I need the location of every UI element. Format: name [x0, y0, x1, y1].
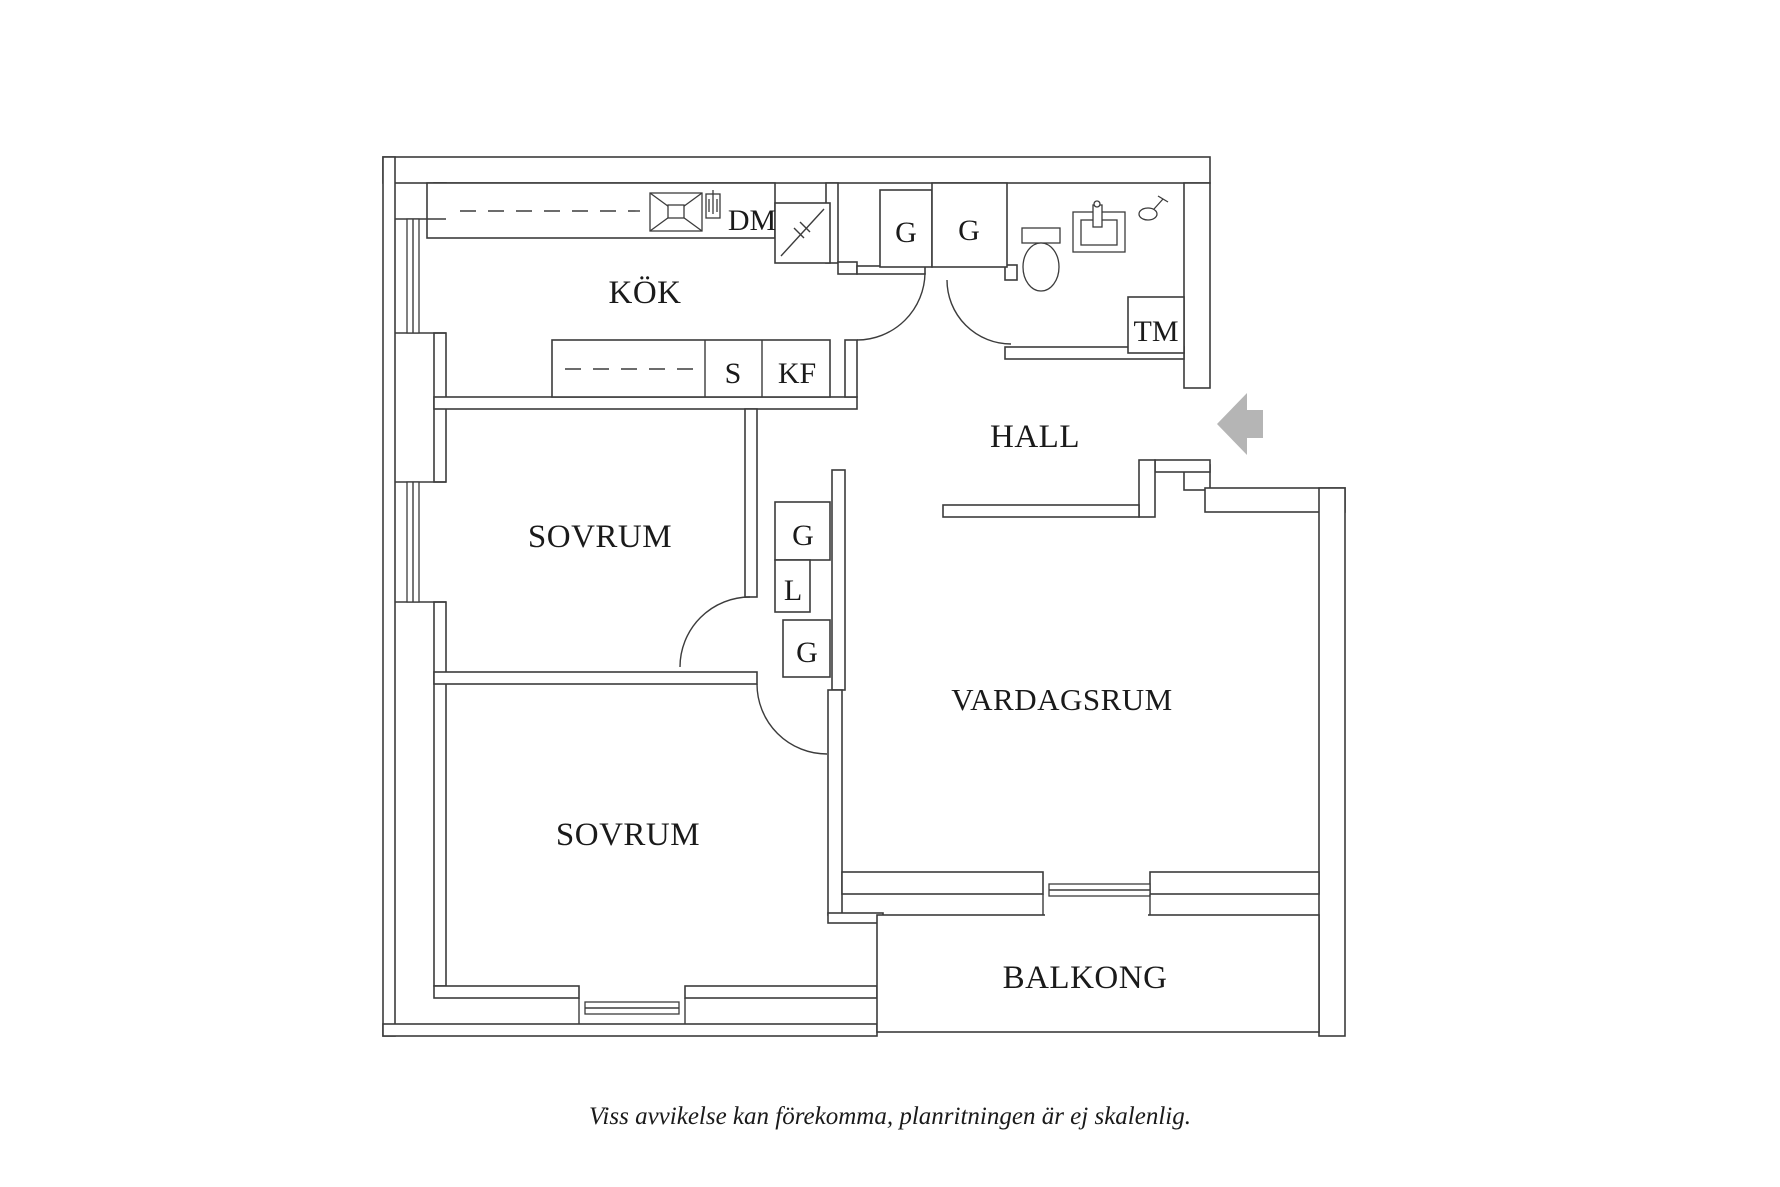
- labels: KÖK HALL SOVRUM SOVRUM VARDAGSRUM BALKON…: [528, 204, 1179, 996]
- balcony-rect: [876, 914, 1320, 1033]
- door-arc: [679, 596, 751, 668]
- wall-segment: [382, 156, 1211, 184]
- wall-segment: [433, 396, 858, 410]
- fixture-label-g1: G: [895, 216, 917, 249]
- wall-segment: [942, 504, 1140, 518]
- fixture-label-g3: G: [792, 519, 814, 552]
- wall-segment: [827, 912, 884, 924]
- door-arc: [946, 279, 1012, 345]
- entrance-arrow-icon: [1217, 393, 1263, 455]
- wall-segment: [382, 156, 396, 1037]
- fixture-label-l: L: [784, 574, 802, 607]
- walls: [382, 156, 1346, 1037]
- door-arc: [856, 272, 926, 341]
- toilet-icon: [1021, 227, 1061, 292]
- room-label-hall: HALL: [990, 419, 1080, 455]
- wall-segment: [382, 1023, 878, 1037]
- fixture-icons: [649, 190, 1169, 292]
- wall-segment: [827, 689, 843, 916]
- fixture-label-g2: G: [958, 214, 980, 247]
- wall-segment: [841, 871, 1044, 895]
- wardrobe-box: [782, 619, 831, 678]
- wall-segment: [1138, 459, 1156, 518]
- wall-segment: [837, 261, 858, 275]
- window-mask: [1045, 909, 1148, 921]
- fixture-label-tm: TM: [1134, 315, 1179, 348]
- room-label-sovrum-1: SOVRUM: [528, 519, 672, 555]
- disclaimer-caption: Viss avvikelse kan förekomma, planritnin…: [589, 1103, 1191, 1130]
- fixture-label-dm: DM: [728, 204, 776, 237]
- wall-segment: [1183, 182, 1211, 389]
- shaft-tick: [799, 221, 811, 233]
- fixture-label-g4: G: [796, 636, 818, 669]
- wall-segment: [433, 985, 580, 999]
- balcony-outline: [876, 914, 1320, 1033]
- bathroom-sink-icon: [1072, 200, 1126, 253]
- wall-segment: [433, 671, 758, 685]
- room-label-sovrum-2: SOVRUM: [556, 817, 700, 853]
- wall-segment: [433, 601, 447, 987]
- room-label-balkong: BALKONG: [1003, 960, 1168, 996]
- wardrobe-box: [931, 182, 1008, 268]
- wall-segment: [684, 985, 878, 999]
- wardrobe-box: [879, 189, 933, 268]
- shower-icon: [1138, 195, 1169, 221]
- wall-segment: [1154, 459, 1211, 473]
- faucet-icon: [705, 190, 721, 219]
- counter-details: [460, 208, 825, 397]
- shaft-diagonal: [780, 208, 825, 257]
- wall-segment: [1004, 264, 1018, 281]
- wall-segment: [1149, 871, 1320, 895]
- fixture-label-s: S: [725, 357, 742, 390]
- room-label-vardagsrum: VARDAGSRUM: [951, 682, 1173, 717]
- fixture-label-kf: KF: [778, 357, 816, 390]
- wall-segment: [831, 469, 846, 691]
- kitchen-sink-icon: [649, 192, 703, 232]
- shaft-tick: [793, 227, 805, 239]
- wall-segment: [1318, 487, 1346, 1037]
- wall-segment: [844, 339, 858, 398]
- doors: [679, 272, 1012, 755]
- door-arc: [756, 683, 828, 755]
- linen-closet-box: [774, 559, 811, 613]
- windows: [395, 218, 1151, 1024]
- room-label-kok: KÖK: [609, 275, 682, 311]
- wall-segment: [744, 408, 758, 598]
- washing-machine-box: [1127, 296, 1185, 354]
